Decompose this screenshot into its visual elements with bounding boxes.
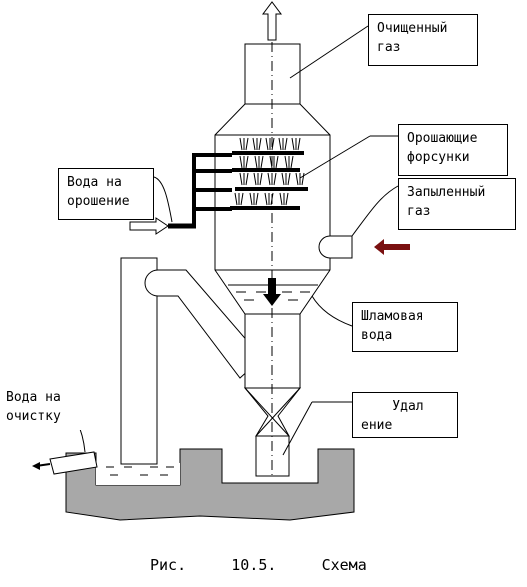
irrigation-water-label: Вода на орошение	[58, 168, 154, 220]
removal-label: Удал ение	[352, 392, 458, 438]
spray-jets	[234, 137, 305, 206]
sludge-bend-pipe	[144, 269, 263, 379]
settling-tank-water	[96, 463, 180, 485]
dusty-gas-arrow	[374, 239, 410, 255]
leader-lines	[76, 25, 399, 456]
dusty-gas-label: Запыленный газ	[398, 178, 516, 230]
spray-nozzles-label: Орошающие форсунки	[398, 124, 508, 176]
treatment-water-label: Вода на очистку	[2, 384, 94, 430]
clean-gas-up-arrow	[262, 1, 282, 41]
sludge-down-arrow	[263, 278, 281, 306]
drain-pipe	[49, 451, 98, 475]
clean-gas-label: Очищенный газ	[368, 14, 478, 66]
figure-caption: Рис. 10.5. Схема	[150, 556, 367, 574]
spray-nozzle-bars	[230, 151, 308, 210]
hopper-cross-b	[255, 387, 301, 437]
drain-outflow-arrowhead	[32, 462, 40, 470]
dusty-gas-inlet-nozzle	[318, 235, 353, 259]
sludge-water-label: Шламовая вода	[352, 302, 458, 352]
irrigation-water-arrow	[129, 217, 169, 235]
water-header-pipe	[170, 153, 232, 228]
tank-water-waves	[106, 466, 174, 476]
hopper-cross-a	[244, 387, 290, 437]
